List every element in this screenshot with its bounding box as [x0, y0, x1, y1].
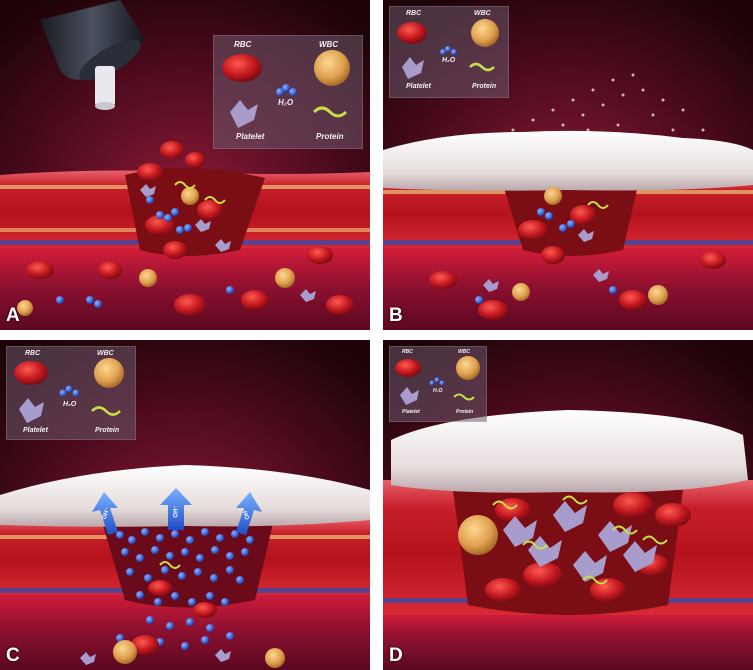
- legend-protein-label: Protein: [316, 132, 344, 141]
- arrow-middle-label: OH⁻: [173, 505, 180, 518]
- legend-h2o-label: H₂O: [442, 57, 456, 64]
- cells-panel-a: [17, 141, 354, 316]
- water-icon: [59, 385, 80, 397]
- arrow-middle: [160, 488, 192, 530]
- legend-platelet-label: Platelet: [406, 83, 431, 90]
- legend-panel-d: RBC WBC H₂O Platelet Protein: [389, 346, 487, 422]
- legend-rbc-label: RBC: [406, 10, 422, 17]
- oh-arrows: [92, 488, 262, 535]
- panel-a: RBC WBC H₂O Platelet Protein A: [0, 0, 370, 330]
- panel-b: RBC WBC H₂O Platelet Protein B: [383, 0, 753, 330]
- cells-panel-b: [429, 187, 726, 320]
- water-icon: [276, 84, 297, 96]
- legend-rbc-label: RBC: [234, 40, 252, 49]
- panel-d: RBC WBC H₂O Platelet Protein D: [383, 340, 753, 670]
- applicator-device-icon: [40, 0, 145, 110]
- legend-wbc-label: WBC: [319, 40, 339, 49]
- legend-wbc-label: WBC: [97, 350, 114, 357]
- panel-b-illustration: [383, 0, 753, 330]
- legend-icons: [395, 356, 480, 405]
- water-icon: [429, 377, 445, 386]
- powder-layer: [391, 410, 748, 493]
- legend-protein-label: Protein: [472, 83, 497, 90]
- arrow-right: [236, 492, 262, 535]
- rbc-icon: [222, 54, 262, 82]
- legend-icons: [14, 358, 124, 423]
- rbc-icon: [397, 22, 427, 44]
- panel-c-illustration: [0, 340, 370, 670]
- water-swarm: [116, 528, 254, 650]
- platelet-icon: [19, 398, 44, 423]
- panel-b-label: B: [389, 305, 403, 326]
- cells-panel-c: [80, 561, 285, 668]
- legend-panel-a: RBC WBC H₂O Platelet Protein: [213, 35, 363, 149]
- platelet-icon: [400, 387, 419, 405]
- legend-rbc-label: RBC: [402, 349, 413, 355]
- protein-icon: [453, 393, 475, 401]
- legend-protein-label: Protein: [456, 409, 474, 415]
- legend-panel-c: RBC WBC H₂O Platelet Protein: [6, 346, 136, 440]
- wbc-icon: [314, 50, 350, 86]
- wbc-icon: [94, 358, 124, 388]
- legend-wbc-label: WBC: [474, 10, 491, 17]
- legend-h2o-label: H₂O: [278, 98, 294, 107]
- platelet-icon: [402, 57, 424, 79]
- protein-icon: [469, 62, 495, 72]
- legend-platelet-label: Platelet: [402, 409, 420, 415]
- protein-icon: [312, 106, 348, 118]
- rbc-icon: [14, 361, 48, 385]
- legend-h2o-label: H₂O: [433, 388, 443, 394]
- legend-icons: [222, 50, 350, 128]
- platelet-icon: [230, 100, 258, 128]
- legend-rbc-label: RBC: [25, 350, 41, 357]
- legend-platelet-label: Platelet: [236, 132, 265, 141]
- panel-d-label: D: [389, 645, 403, 666]
- rbc-icon: [395, 359, 421, 377]
- legend-wbc-label: WBC: [458, 349, 470, 355]
- arrow-left: [92, 492, 118, 535]
- wbc-icon: [471, 19, 499, 47]
- panel-c-label: C: [6, 645, 20, 666]
- powder-layer: [383, 130, 753, 191]
- legend-protein-label: Protein: [95, 427, 120, 434]
- protein-icon: [91, 406, 121, 416]
- cells-panel-d: [458, 492, 691, 602]
- legend-panel-b: RBC WBC H₂O Platelet Protein: [389, 6, 509, 98]
- panel-a-label: A: [6, 305, 20, 326]
- legend-icons: [397, 19, 499, 79]
- panel-c: OH⁻ OH⁻ OH⁻ RBC WBC H₂O Platelet Protein…: [0, 340, 370, 670]
- wbc-icon: [456, 356, 480, 380]
- legend-h2o-label: H₂O: [63, 401, 77, 408]
- legend-platelet-label: Platelet: [23, 427, 48, 434]
- water-icon: [440, 46, 457, 55]
